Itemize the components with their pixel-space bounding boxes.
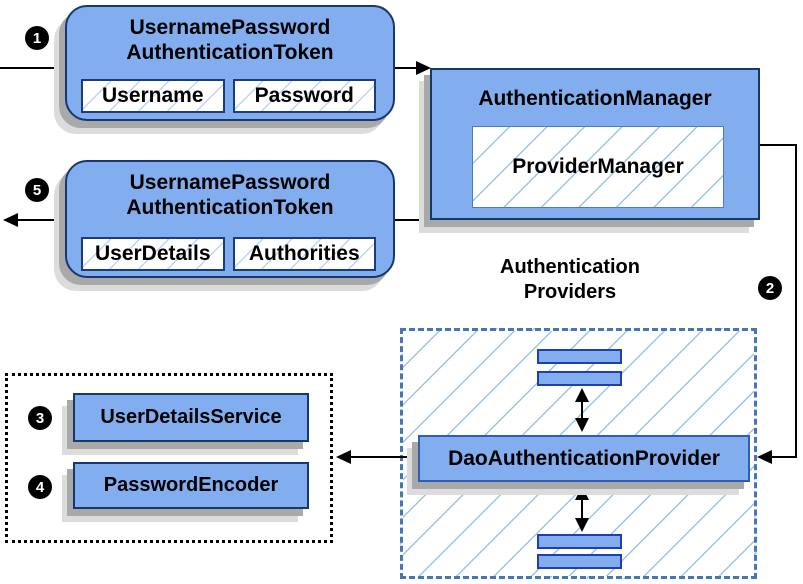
- response-token-fields: UserDetails Authorities: [81, 237, 376, 271]
- request-token-fields: Username Password: [81, 79, 376, 113]
- provider-manager-box: ProviderManager: [472, 126, 724, 208]
- authentication-providers-label: Authentication Providers: [430, 255, 710, 305]
- arrow-step2-manager-to-provider: [757, 144, 797, 464]
- provider-placeholder-bar: [537, 349, 622, 364]
- providers-label-line2: Providers: [523, 281, 617, 303]
- response-token-title-line2: AuthenticationToken: [126, 196, 334, 219]
- request-token-title-line2: AuthenticationToken: [126, 41, 334, 64]
- step-2-badge: 2: [758, 276, 782, 300]
- request-token-title-line1: UsernamePassword: [129, 16, 331, 39]
- authentication-manager-title: AuthenticationManager: [478, 87, 712, 110]
- provider-placeholder-bar: [537, 534, 622, 549]
- user-details-service-box: UserDetailsService: [73, 393, 309, 442]
- double-arrow-bottom: [575, 486, 589, 532]
- username-field-box: Username: [81, 79, 225, 113]
- dao-authentication-provider-box: DaoAuthenticationProvider: [418, 435, 750, 482]
- user-details-field-box: UserDetails: [81, 237, 225, 271]
- response-token-box: UsernamePassword AuthenticationToken Use…: [65, 160, 395, 278]
- step-1-badge: 1: [25, 26, 49, 50]
- arrow-provider-to-beans: [336, 450, 418, 464]
- password-field-box: Password: [232, 79, 376, 113]
- authorities-field-box: Authorities: [232, 237, 376, 271]
- step-5-badge: 5: [25, 178, 49, 202]
- providers-label-line1: Authentication: [500, 256, 640, 278]
- provider-placeholder-bar: [537, 371, 622, 386]
- request-token-box: UsernamePassword AuthenticationToken Use…: [65, 5, 395, 121]
- response-token-title-line1: UsernamePassword: [129, 171, 331, 194]
- double-arrow-top: [575, 388, 589, 432]
- step-4-badge: 4: [28, 475, 52, 499]
- provider-placeholder-bar: [537, 554, 622, 569]
- request-token-title: UsernamePassword AuthenticationToken: [67, 15, 393, 65]
- password-encoder-box: PasswordEncoder: [73, 462, 309, 509]
- authentication-manager-box: AuthenticationManager ProviderManager: [430, 68, 760, 220]
- step-3-badge: 3: [28, 406, 52, 430]
- response-token-title: UsernamePassword AuthenticationToken: [67, 170, 393, 220]
